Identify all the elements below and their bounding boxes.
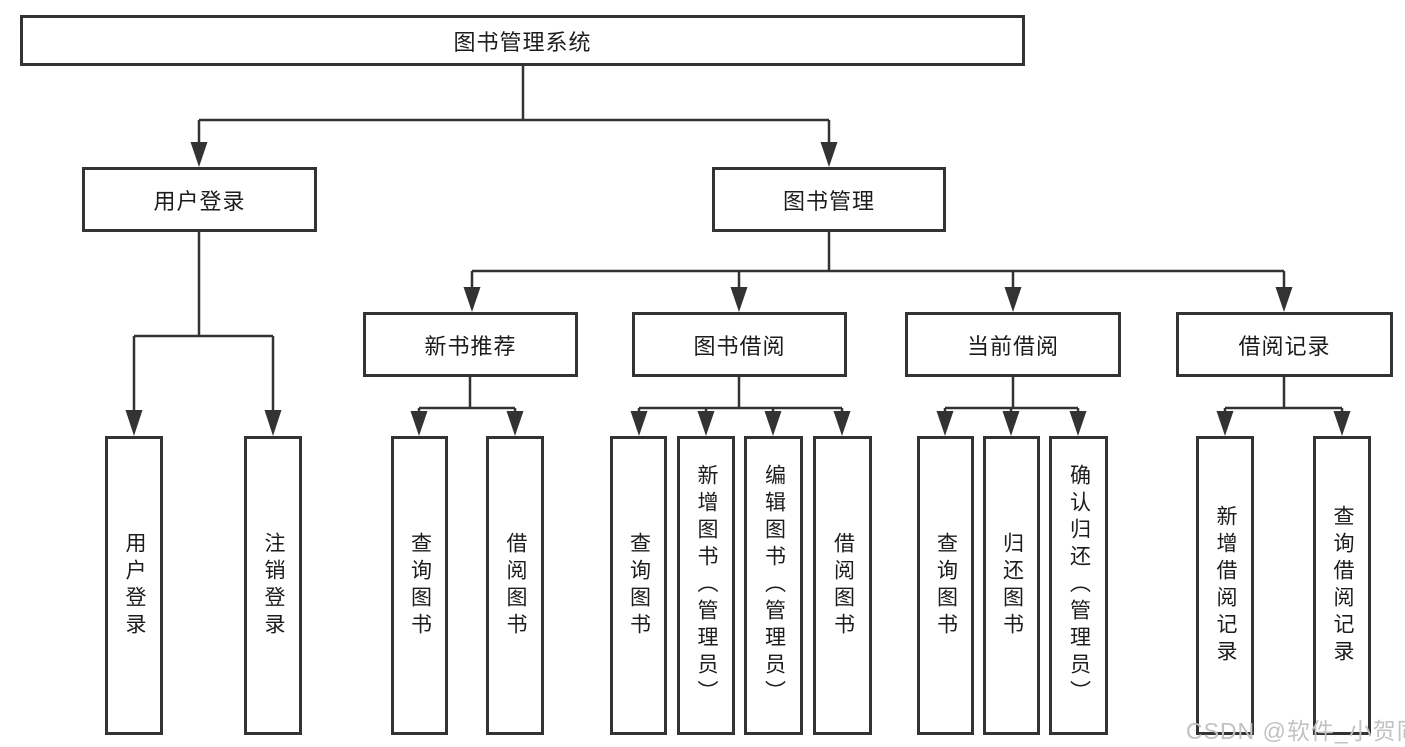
leaf-add-book-admin: 新增图书（管理员） xyxy=(677,436,735,735)
connector-new-book-branch xyxy=(410,377,524,436)
leaf-query-books-recommend: 查询图书 xyxy=(391,436,448,735)
arrowhead xyxy=(264,410,282,436)
arrowhead xyxy=(190,142,208,167)
node-root-system: 图书管理系统 xyxy=(20,15,1025,66)
node-current-borrow: 当前借阅 xyxy=(905,312,1121,377)
arrowhead xyxy=(697,411,715,436)
node-book-management: 图书管理 xyxy=(712,167,946,232)
arrowhead xyxy=(1216,411,1234,436)
arrowhead xyxy=(820,142,838,167)
leaf-confirm-return-admin: 确认归还（管理员） xyxy=(1049,436,1108,735)
leaf-borrow-books: 借阅图书 xyxy=(813,436,872,735)
leaf-borrow-books-recommend: 借阅图书 xyxy=(486,436,544,735)
leaf-return-book: 归还图书 xyxy=(983,436,1040,735)
node-new-book-recommend: 新书推荐 xyxy=(363,312,578,377)
arrowhead xyxy=(630,411,648,436)
leaf-user-login: 用户登录 xyxy=(105,436,163,735)
connector-book-borrow-branch xyxy=(630,377,851,436)
arrowhead xyxy=(125,410,143,436)
arrowhead xyxy=(730,287,748,312)
csdn-watermark: CSDN @软件_小贺同学 xyxy=(1186,718,1405,744)
connector-root-to-level2 xyxy=(190,66,838,167)
node-borrow-records: 借阅记录 xyxy=(1176,312,1393,377)
arrowhead xyxy=(936,411,954,436)
leaf-logout: 注销登录 xyxy=(244,436,302,735)
arrowhead xyxy=(1275,287,1293,312)
arrowhead xyxy=(1002,411,1020,436)
leaf-add-borrow-record: 新增借阅记录 xyxy=(1196,436,1254,735)
node-user-login: 用户登录 xyxy=(82,167,317,232)
connector-borrow-records-branch xyxy=(1216,377,1351,436)
arrowhead xyxy=(463,287,481,312)
leaf-query-books-borrow: 查询图书 xyxy=(610,436,667,735)
leaf-edit-book-admin: 编辑图书（管理员） xyxy=(744,436,803,735)
leaf-query-books-current: 查询图书 xyxy=(917,436,974,735)
leaf-query-borrow-record: 查询借阅记录 xyxy=(1313,436,1371,735)
arrowhead xyxy=(1004,287,1022,312)
arrowhead xyxy=(410,411,428,436)
connector-user-login-branch xyxy=(125,232,282,436)
arrowhead xyxy=(1333,411,1351,436)
arrowhead xyxy=(764,411,782,436)
connector-current-borrow-branch xyxy=(936,377,1087,436)
node-book-borrow: 图书借阅 xyxy=(632,312,847,377)
arrowhead xyxy=(1069,411,1087,436)
connector-book-management-branch xyxy=(463,232,1293,312)
arrowhead xyxy=(833,411,851,436)
arrowhead xyxy=(506,411,524,436)
